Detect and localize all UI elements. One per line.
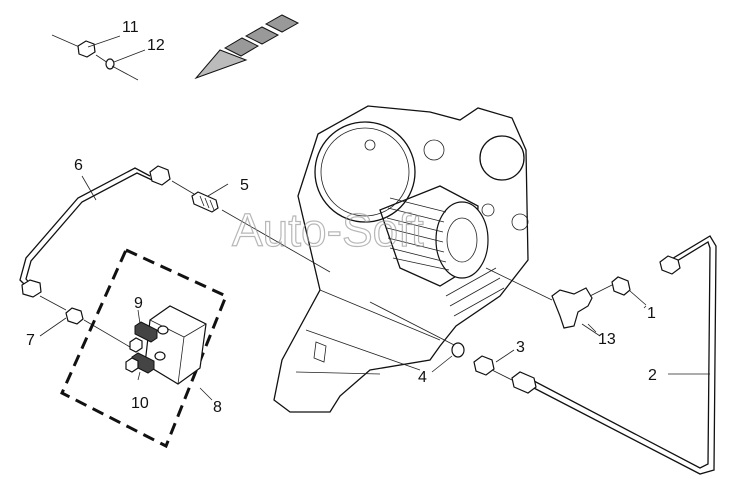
label-3: 3 [516,339,525,356]
washer-4 [431,342,465,373]
pipe-2 [511,235,717,475]
elbow-13 [485,267,601,337]
label-9: 9 [134,295,143,312]
leader-lines [39,175,710,401]
label-11: 11 [122,19,139,36]
label-2: 2 [648,367,657,384]
label-8: 8 [213,399,222,416]
fitting-7 [39,295,131,348]
label-13: 13 [598,331,616,348]
label-7: 7 [26,332,35,349]
nut-3 [473,349,515,381]
nut-11 [51,34,121,58]
fitting-5 [171,180,331,273]
fitting-1 [589,276,647,306]
washer-12 [95,49,146,81]
label-4: 4 [418,369,427,386]
direction-arrow [194,14,300,80]
label-6: 6 [74,157,83,174]
label-12: 12 [147,37,165,54]
pipe-6 [19,165,171,298]
pulley-grooves [386,197,450,271]
watermark-text: Auto-Soft [232,204,424,256]
label-1: 1 [647,305,656,322]
block-8 [60,248,228,449]
engine-housing [273,105,529,413]
label-10: 10 [131,395,149,412]
label-5: 5 [240,177,249,194]
